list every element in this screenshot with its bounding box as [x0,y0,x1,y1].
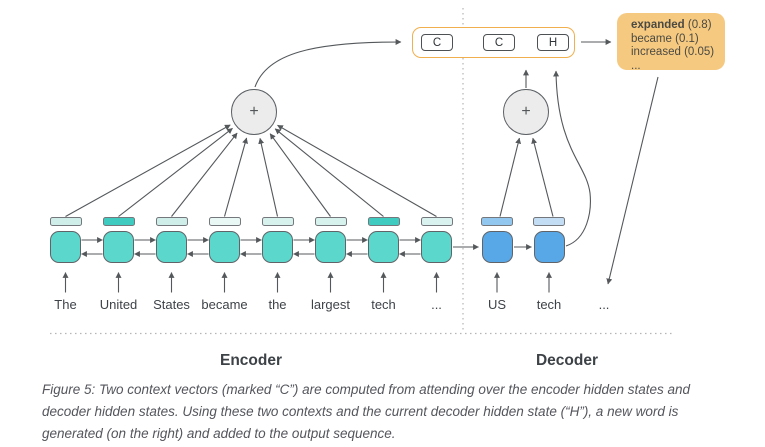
context-vector-c-encoder-chip: C [421,34,453,51]
figure-caption: Figure 5: Two context vectors (marked “C… [42,379,690,445]
encoder-attention-weight-bar [155,217,188,226]
decoder-hidden-state-box [533,231,565,263]
decoder-attention-sum-circle: + [503,89,549,135]
encoder-input-word: became [201,297,248,312]
encoder-hidden-state-box [315,231,346,263]
encoder-input-word: largest [310,297,351,312]
encoder-attention-weight-bar [420,217,453,226]
output-ellipsis: ... [598,297,610,312]
caption-line: Figure 5: Two context vectors (marked “C… [42,382,691,397]
encoder-attention-weight-bar [261,217,294,226]
caption-line: decoder hidden states. Using these two c… [42,404,679,419]
decoder-label: Decoder [535,352,599,369]
candidate-word-row: increased (0.05) [631,46,715,58]
encoder-input-word: United [99,297,138,312]
encoder-attention-weight-bar [102,217,135,226]
candidate-word-row: ... [631,59,641,72]
encoder-input-word: The [54,297,77,312]
encoder-attention-weight-bar [367,217,400,226]
encoder-input-word: States [153,297,190,312]
decoder-attention-weight-bar [533,217,565,226]
encoder-hidden-state-box [421,231,452,263]
decoder-input-word: tech [536,297,562,312]
candidate-word-row: became (0.1) [631,32,699,45]
encoder-hidden-state-box [209,231,240,263]
plus-icon: + [521,103,531,120]
context-vectors-frame [412,27,575,58]
decoder-hidden-state-box [481,231,513,263]
plus-icon: + [249,103,259,120]
decoder-attention-weight-bar [481,217,513,226]
connections-overlay [50,8,673,335]
encoder-input-word: tech [371,297,396,312]
candidate-word-row: expanded (0.8) [631,19,712,31]
encoder-label: Encoder [219,352,283,369]
caption-line: generated (on the right) and added to th… [42,426,396,441]
encoder-hidden-state-box [368,231,399,263]
encoder-attention-sum-circle: + [231,89,277,135]
encoder-hidden-state-box [103,231,134,263]
context-vector-c-decoder-chip: C [483,34,515,51]
candidate-words-box: expanded (0.8)became (0.1)increased (0.0… [617,13,725,72]
encoder-attention-weight-bar [208,217,241,226]
encoder-hidden-state-box [156,231,187,263]
encoder-hidden-state-box [50,231,81,263]
encoder-attention-weight-bar [49,217,82,226]
attention-diagram: C C H expanded (0.8)became (0.1)increase… [49,8,725,335]
decoder-input-word: US [487,297,507,312]
hidden-state-h-chip: H [537,34,569,51]
encoder-input-word: the [268,297,287,312]
encoder-input-word: ... [431,297,442,312]
encoder-hidden-state-box [262,231,293,263]
encoder-attention-weight-bar [314,217,347,226]
